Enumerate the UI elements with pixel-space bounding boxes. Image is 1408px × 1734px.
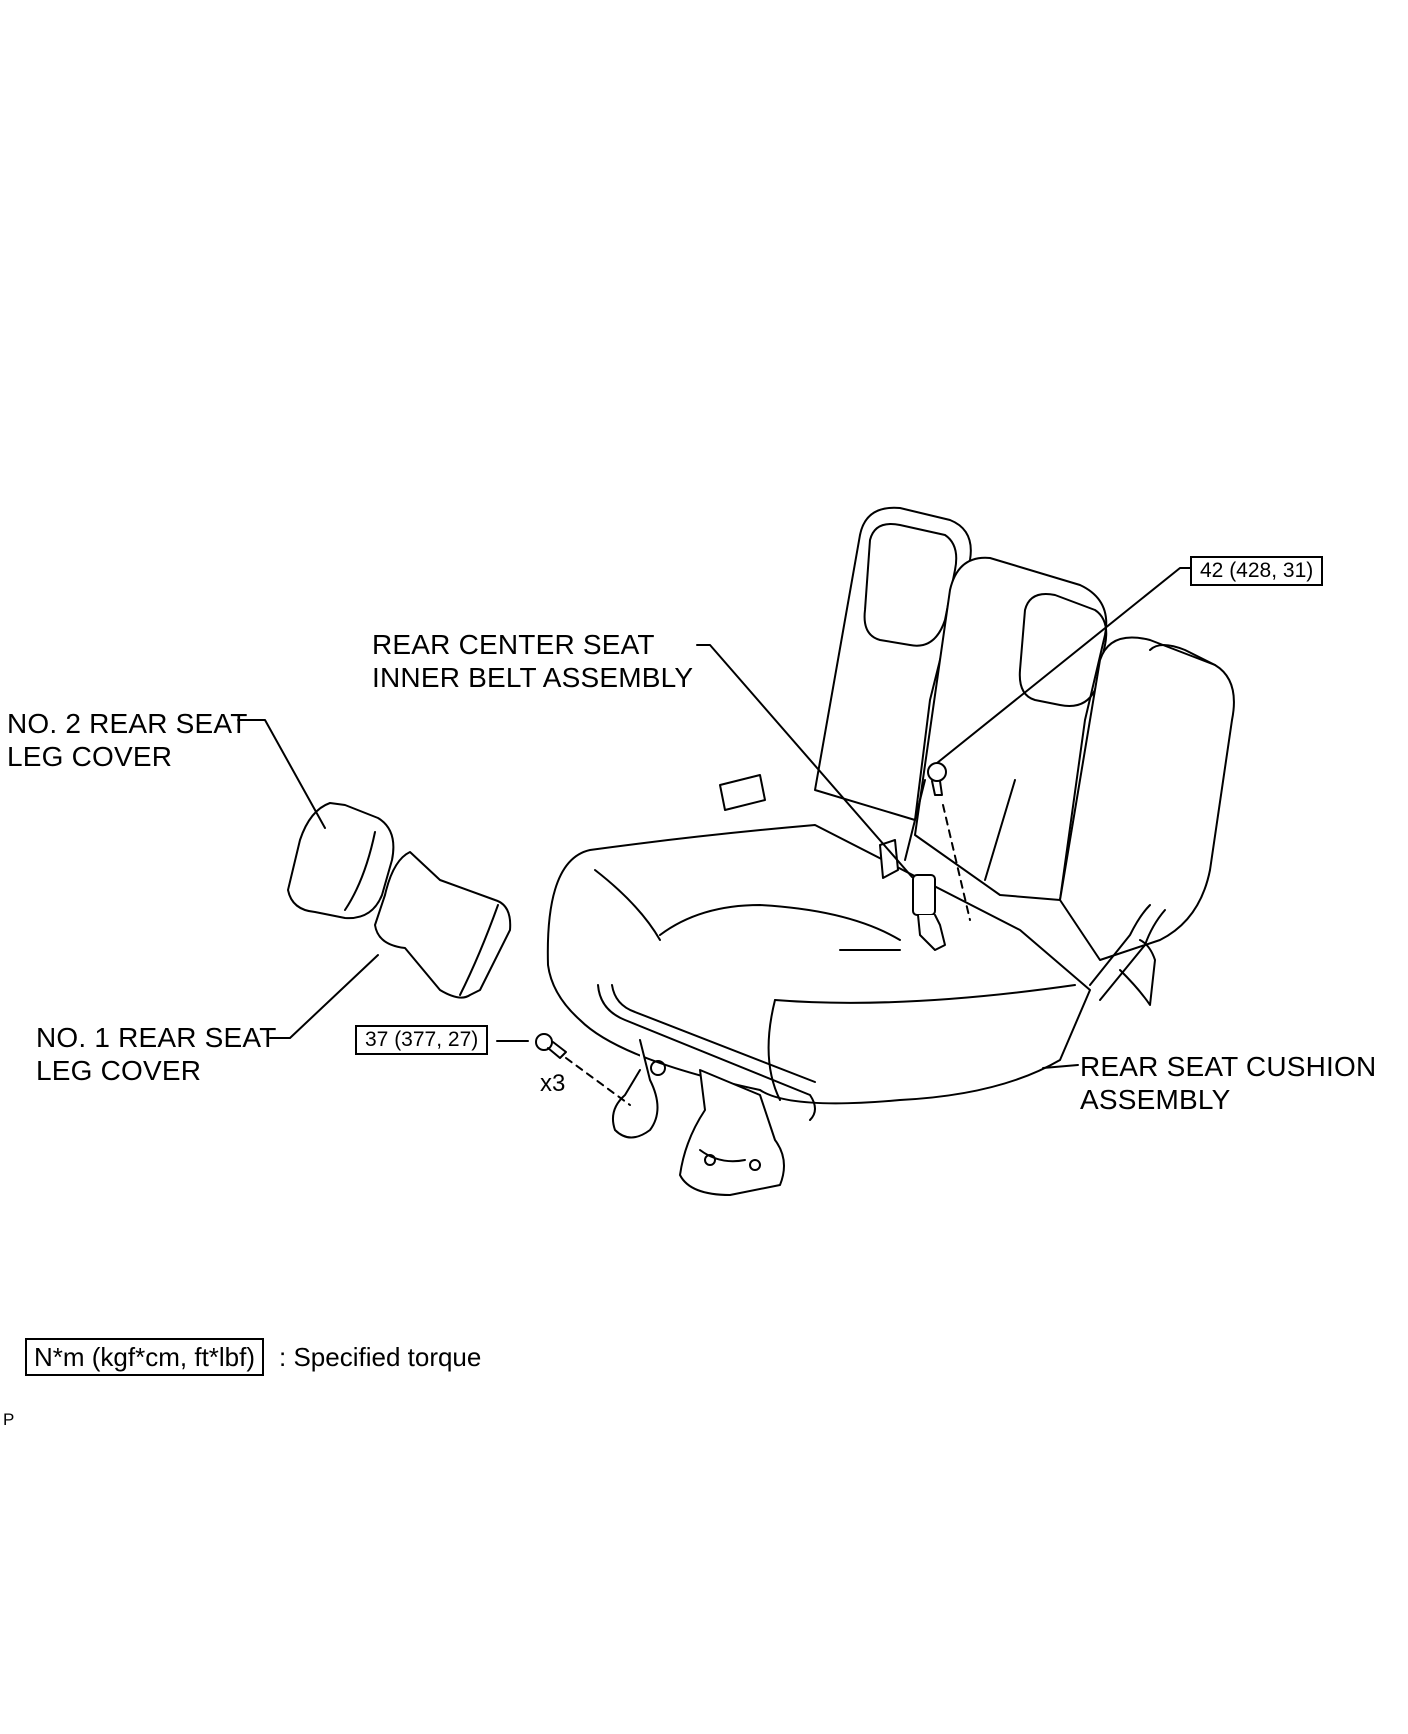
rear-seat-cushion bbox=[546, 824, 1166, 1105]
bolt-lower-icon bbox=[535, 1033, 567, 1059]
leader-lines bbox=[237, 567, 1193, 1069]
no2-leg-cover bbox=[287, 802, 395, 920]
bolt-lower-install-line bbox=[565, 1057, 631, 1106]
label-rear-seat-cushion-assembly: REAR SEAT CUSHION ASSEMBLY bbox=[1080, 1051, 1377, 1115]
bolt-upper-install-line bbox=[942, 804, 971, 921]
legend-torque-text: : Specified torque bbox=[279, 1342, 482, 1372]
label-no2-rear-seat-leg-cover: NO. 2 REAR SEAT LEG COVER bbox=[7, 708, 248, 772]
bolt-quantity: x3 bbox=[540, 1070, 566, 1097]
torque-box-belt-bolt: 42 (428, 31) bbox=[1190, 556, 1324, 586]
label-rear-center-seat-inner-belt: REAR CENTER SEAT INNER BELT ASSEMBLY bbox=[372, 629, 694, 693]
seat-frame bbox=[597, 984, 816, 1196]
rear-seat-back bbox=[814, 506, 1235, 961]
label-no1-rear-seat-leg-cover: NO. 1 REAR SEAT LEG COVER bbox=[36, 1022, 277, 1086]
torque-box-leg-bolt: 37 (377, 27) bbox=[355, 1025, 489, 1055]
no1-leg-cover bbox=[374, 851, 512, 999]
center-belt-buckle bbox=[719, 774, 946, 951]
legend-torque-box: N*m (kgf*cm, ft*lbf) bbox=[25, 1338, 265, 1376]
corner-mark: P bbox=[3, 1410, 15, 1429]
